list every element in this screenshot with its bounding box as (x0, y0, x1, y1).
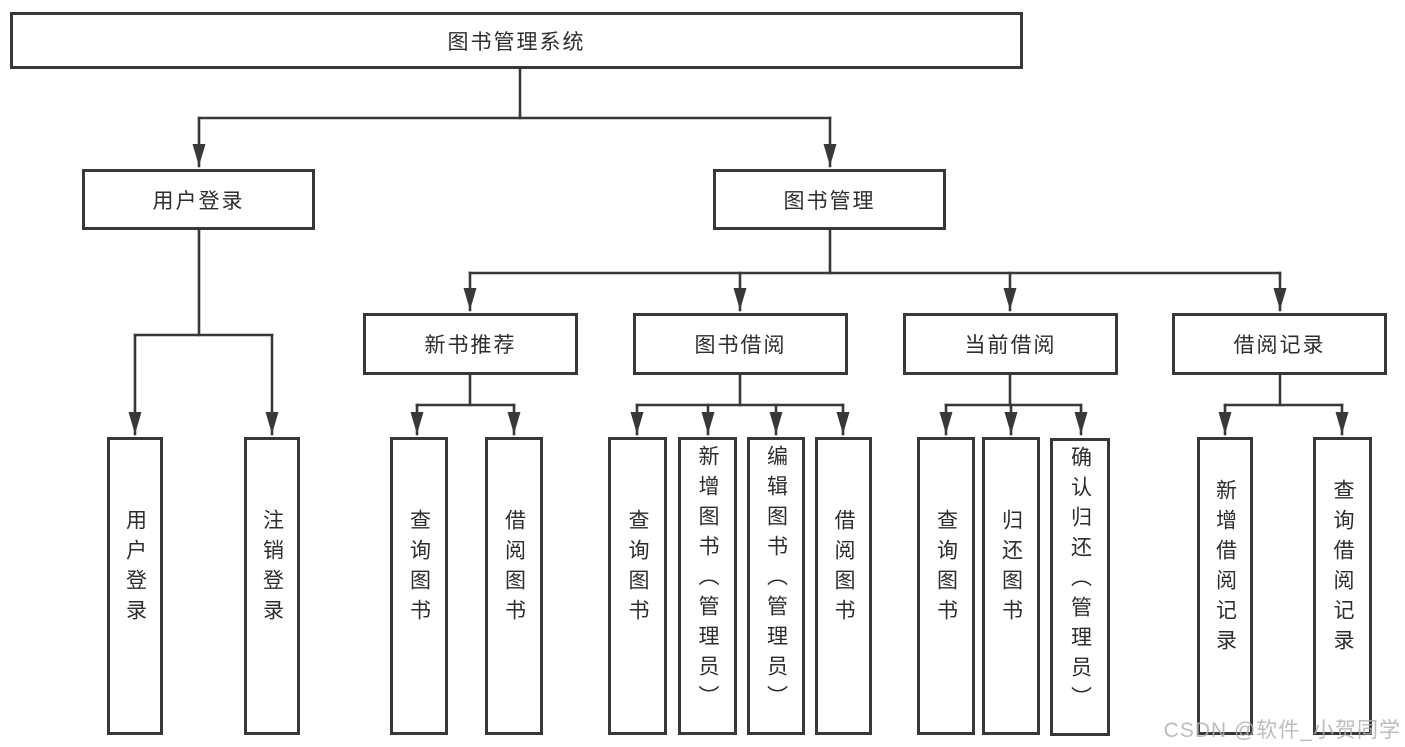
node-book-borrowing: 图书借阅 (633, 313, 848, 375)
node-label: 借阅图书 (502, 509, 526, 629)
node-current-borrowing: 当前借阅 (903, 313, 1118, 375)
node-logout: 注销登录 (244, 437, 300, 735)
node-add-borrow-record: 新增借阅记录 (1197, 437, 1253, 735)
node-library-management-system: 图书管理系统 (10, 12, 1023, 69)
node-label: 当前借阅 (964, 334, 1057, 357)
node-add-books-admin: 新增图书（管理员） (678, 437, 737, 735)
node-label: 借阅图书 (832, 509, 855, 629)
node-label: 查询图书 (934, 509, 958, 629)
node-label: 图书借阅 (694, 334, 787, 357)
node-query-borrow-record: 查询借阅记录 (1313, 437, 1372, 735)
node-query-books-2: 查询图书 (608, 437, 667, 735)
node-borrowing-records: 借阅记录 (1172, 313, 1387, 375)
node-label: 新书推荐 (424, 334, 517, 357)
node-label: 新增借阅记录 (1213, 479, 1237, 659)
csdn-watermark: CSDN @软件_小贺同学 (1163, 719, 1401, 742)
node-query-books-1: 查询图书 (390, 437, 448, 735)
node-label: 查询图书 (407, 509, 431, 629)
node-query-books-3: 查询图书 (917, 437, 975, 735)
node-new-book-recommendation: 新书推荐 (363, 313, 578, 375)
node-user-login: 用户登录 (107, 437, 163, 735)
node-borrow-books-1: 借阅图书 (485, 437, 543, 735)
node-label: 注销登录 (260, 509, 284, 629)
node-label: 用户登录 (152, 189, 245, 213)
node-label: 编辑图书（管理员） (764, 445, 788, 715)
node-label: 确认归还（管理员） (1068, 446, 1092, 716)
node-label: 查询图书 (626, 509, 649, 629)
node-label: 归还图书 (999, 509, 1023, 629)
node-edit-books-admin: 编辑图书（管理员） (747, 437, 805, 735)
node-label: 查询借阅记录 (1331, 479, 1354, 659)
node-user-login-group: 用户登录 (82, 169, 315, 230)
node-label: 用户登录 (123, 509, 147, 629)
node-label: 借阅记录 (1233, 334, 1326, 357)
node-label: 图书管理系统 (447, 30, 586, 54)
node-return-books: 归还图书 (982, 437, 1040, 735)
node-book-management: 图书管理 (713, 169, 946, 230)
node-borrow-books-2: 借阅图书 (815, 437, 872, 735)
node-confirm-return-admin: 确认归还（管理员） (1050, 438, 1110, 736)
node-label: 新增图书（管理员） (696, 445, 719, 715)
node-label: 图书管理 (783, 189, 876, 213)
